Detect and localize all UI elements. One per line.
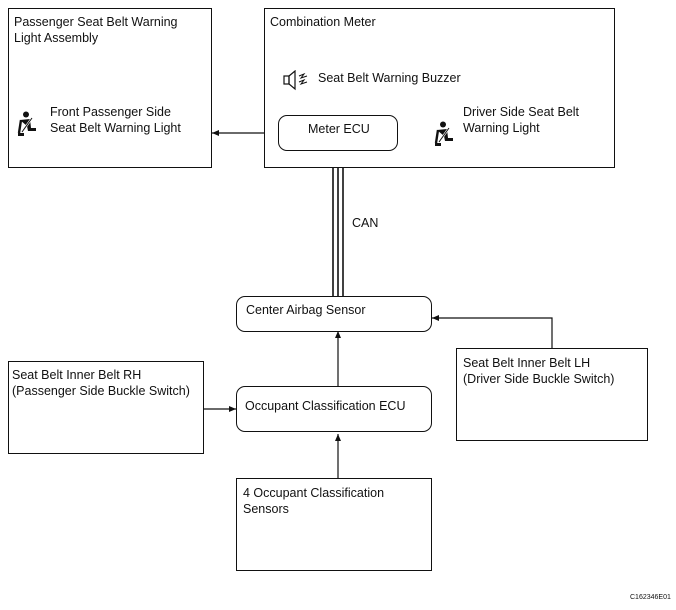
center-airbag-sensor-box xyxy=(236,296,432,332)
center-airbag-sensor-label: Center Airbag Sensor xyxy=(246,303,366,317)
occupant-classification-ecu-label: Occupant Classification ECU xyxy=(245,399,406,413)
inner-belt-rh-label: Seat Belt Inner Belt RH (Passenger Side … xyxy=(12,368,190,398)
seat-belt-warning-icon-driver xyxy=(433,121,455,152)
passenger-light-assembly-title: Passenger Seat Belt Warning Light Assemb… xyxy=(14,15,178,45)
driver-light-label: Driver Side Seat Belt Warning Light xyxy=(463,105,580,135)
passenger-light-assembly-box xyxy=(8,8,212,168)
combination-meter-title: Combination Meter xyxy=(270,15,376,29)
inner-belt-lh-label: Seat Belt Inner Belt LH (Driver Side Buc… xyxy=(463,356,615,386)
occupant-sensors-label: 4 Occupant Classification Sensors xyxy=(243,486,385,516)
meter-ecu-box xyxy=(278,115,398,151)
passenger-light-label: Front Passenger Side Seat Belt Warning L… xyxy=(50,105,181,135)
inner-belt-rh-box xyxy=(8,361,204,454)
meter-ecu-label: Meter ECU xyxy=(308,122,370,136)
can-bus-label: CAN xyxy=(352,216,379,230)
occupant-classification-ecu-box xyxy=(236,386,432,432)
seat-belt-warning-icon-passenger xyxy=(16,111,38,142)
can-bus-lines xyxy=(332,168,344,296)
occupant-sensors-box xyxy=(236,478,432,571)
figure-code: C162346E01 xyxy=(630,594,671,601)
inner-belt-lh-box xyxy=(456,348,648,441)
arrow-lh-switch-to-airbag xyxy=(432,315,553,348)
buzzer-label: Seat Belt Warning Buzzer xyxy=(318,71,461,85)
buzzer-icon xyxy=(282,69,312,97)
